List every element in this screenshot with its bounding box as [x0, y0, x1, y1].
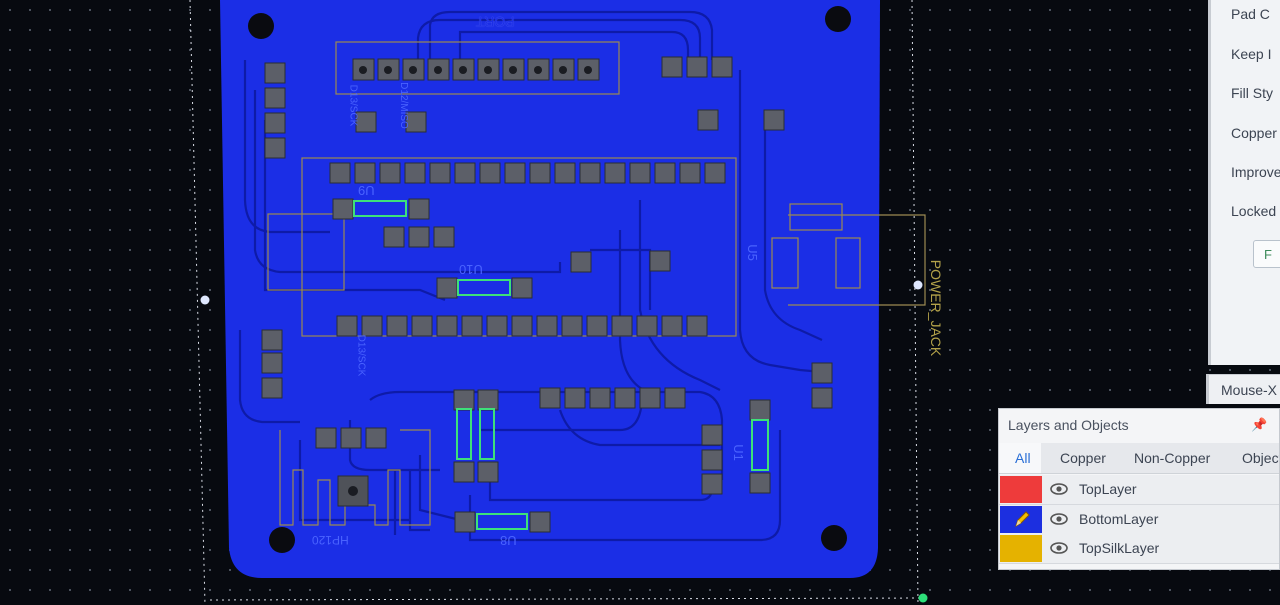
layer-color-swatch[interactable]	[1000, 506, 1042, 533]
layers-panel: Layers and Objects 📌 All Copper Non-Copp…	[998, 408, 1280, 570]
pin-icon[interactable]: 📌	[1251, 417, 1268, 432]
prop-improve: Improve	[1231, 164, 1280, 180]
layer-row-toplayer[interactable]: TopLayer	[999, 475, 1279, 505]
pencil-icon	[1015, 511, 1030, 528]
board-edge-handle[interactable]	[913, 280, 923, 290]
tab-object[interactable]: Object	[1242, 450, 1280, 466]
layers-panel-title: Layers and Objects	[1008, 417, 1129, 433]
layer-row-topsilklayer[interactable]: TopSilkLayer	[999, 534, 1279, 564]
eye-icon[interactable]	[1049, 481, 1069, 497]
prop-locked: Locked	[1231, 203, 1277, 219]
prop-copper: Copper	[1231, 125, 1277, 141]
component-outlines	[353, 200, 769, 530]
tab-copper[interactable]: Copper	[1060, 450, 1106, 466]
board-corner-handle[interactable]	[918, 593, 928, 603]
layer-name: BottomLayer	[1079, 511, 1159, 527]
pads	[261, 56, 833, 533]
layer-row-bottomlayer[interactable]: BottomLayer	[999, 505, 1279, 535]
pad-holes	[348, 66, 592, 496]
properties-panel: Pad C Keep I Fill Sty Copper Improve Loc…	[1208, 0, 1280, 365]
layer-color-swatch[interactable]	[1000, 476, 1042, 503]
prop-pad-connection: Pad C	[1231, 6, 1270, 22]
prop-keep-islands: Keep I	[1231, 46, 1272, 62]
tab-all[interactable]: All	[999, 443, 1041, 473]
prop-fill-style: Fill Sty	[1231, 85, 1273, 101]
layers-tabs: All Copper Non-Copper Object	[999, 443, 1279, 474]
layer-name: TopSilkLayer	[1079, 540, 1160, 556]
tab-non-copper[interactable]: Non-Copper	[1134, 450, 1211, 466]
rebuild-button[interactable]: F	[1253, 240, 1280, 268]
layer-color-swatch[interactable]	[1000, 535, 1042, 562]
layer-name: TopLayer	[1079, 481, 1137, 497]
eye-icon[interactable]	[1049, 540, 1069, 556]
board-edge-handle[interactable]	[200, 295, 210, 305]
mounting-holes	[248, 6, 851, 553]
eye-icon[interactable]	[1049, 511, 1069, 527]
mouse-readout: Mouse-X	[1206, 374, 1280, 404]
